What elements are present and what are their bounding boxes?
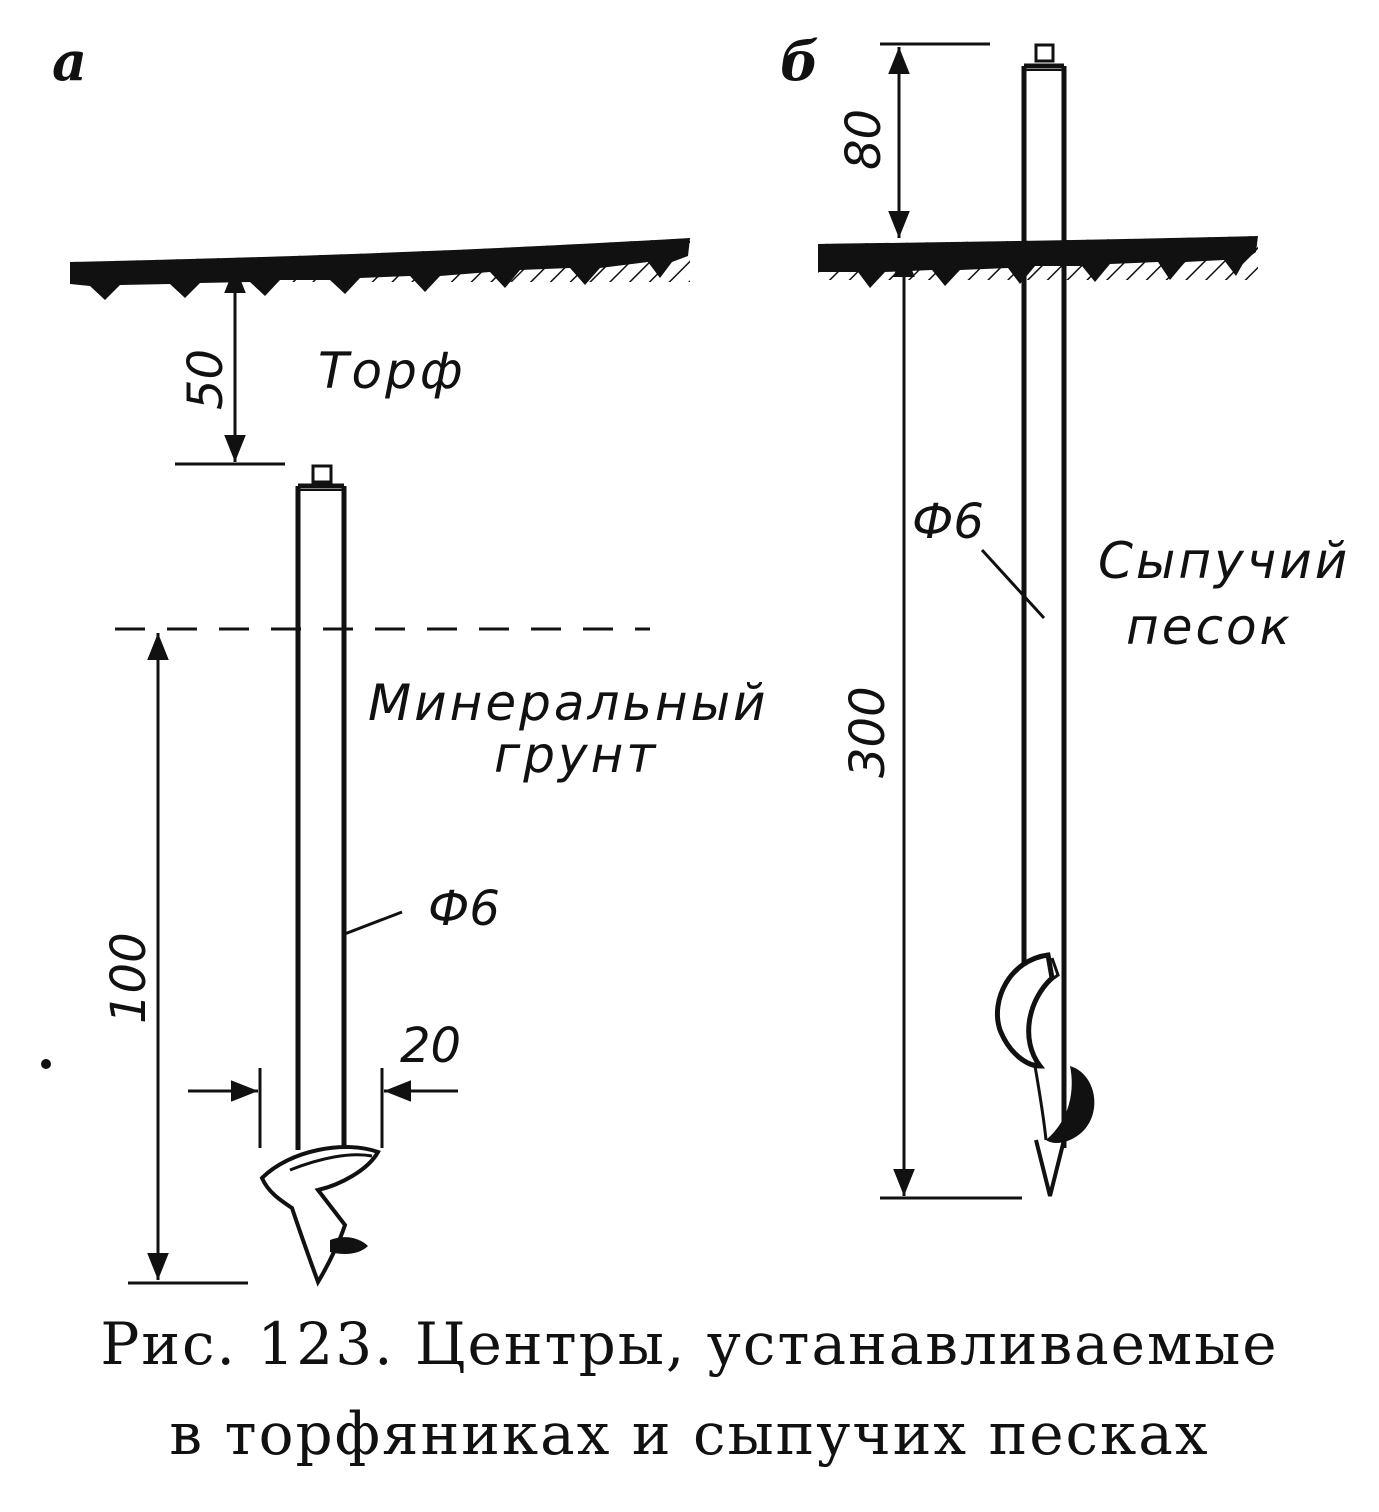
panel-b-diameter-label: Ф6 (912, 494, 984, 550)
panel-a: а 50 Торф Минеральный грунт Ф6 (52, 29, 769, 1287)
panel-a-dim-20-label: 20 (400, 1018, 461, 1074)
panel-a-label: а (52, 29, 87, 93)
panel-b-ground-surface (818, 236, 1258, 288)
panel-b-label: б (780, 29, 819, 93)
panel-a-peat-label: Торф (318, 342, 466, 400)
panel-b-auger-blades (994, 952, 1095, 1143)
panel-a-mineral-label-1: Минеральный (368, 674, 769, 732)
panel-b-dim-80-label: 80 (836, 109, 892, 170)
figure-caption-line-1: Рис. 123. Центры, устанавливаемые (100, 1310, 1279, 1378)
panel-a-ground-surface (70, 238, 690, 300)
panel-b: б 80 300 Ф6 Сыпучий (780, 29, 1350, 1200)
ink-speck (41, 1059, 51, 1069)
figure-caption-line-2: в торфяниках и сыпучих песках (169, 1400, 1210, 1468)
panel-b-dim-300-label: 300 (840, 686, 896, 778)
panel-a-dim-50-label: 50 (178, 349, 234, 410)
diagram-canvas: а 50 Торф Минеральный грунт Ф6 (41, 29, 1350, 1287)
panel-a-dim-100-label: 100 (101, 932, 157, 1024)
panel-b-sand-label-2: песок (1126, 598, 1293, 656)
panel-b-rod (1021, 43, 1067, 1197)
panel-a-diameter-leader (341, 910, 403, 937)
panel-a-mineral-label-2: грунт (494, 726, 658, 784)
panel-a-diameter-label: Ф6 (428, 881, 500, 937)
panel-a-rod (295, 464, 347, 1150)
panel-a-auger-blade (259, 1145, 381, 1287)
panel-b-sand-label-1: Сыпучий (1098, 532, 1350, 590)
panel-b-diameter-leader (980, 548, 1046, 620)
